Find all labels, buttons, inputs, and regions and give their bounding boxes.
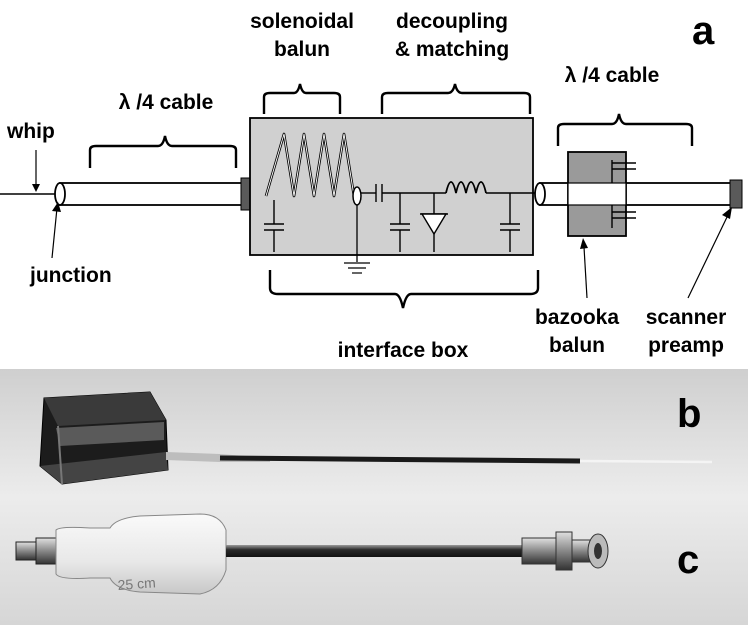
panel-letter-a: a xyxy=(692,9,715,53)
label-scanner: scanner xyxy=(646,306,727,329)
brace-interface-box xyxy=(268,270,540,309)
label-bazooka-balun: balun xyxy=(549,334,605,357)
panel-a-schematic: solenoidal balun decoupling & matching λ… xyxy=(0,9,743,362)
label-interface-box: interface box xyxy=(338,339,469,362)
left-quarter-wave-cable xyxy=(54,182,249,206)
whip-arrowhead xyxy=(32,184,40,192)
label-cable-left: λ /4 cable xyxy=(119,91,214,114)
brace-solenoidal xyxy=(262,83,342,114)
label-junction: junction xyxy=(29,264,112,287)
pin-diode xyxy=(420,213,448,236)
sleeve-marking: 25 cm xyxy=(117,574,156,593)
brace-decoupling xyxy=(380,83,532,114)
photo-c-device: 25 cm xyxy=(15,513,609,595)
preamp-arrow xyxy=(687,214,729,299)
label-whip: whip xyxy=(6,120,55,143)
brace-right-cable xyxy=(556,113,694,146)
photo-b-device xyxy=(39,391,713,485)
label-matching: & matching xyxy=(395,38,509,61)
matching-network xyxy=(361,181,540,252)
junction-arrowhead xyxy=(52,202,61,212)
brace-left-cable xyxy=(88,135,238,168)
photo-panel: b 25 cm c xyxy=(0,369,748,625)
balun-output-ring xyxy=(352,186,362,206)
panel-letter-c: c xyxy=(677,538,699,582)
preamp-connector xyxy=(729,179,743,209)
label-decoupling: decoupling xyxy=(396,10,508,33)
capacitor-left xyxy=(264,200,284,252)
label-preamp: preamp xyxy=(648,334,724,357)
bazooka-arrow xyxy=(583,246,588,299)
junction-arrow xyxy=(51,207,58,259)
label-cable-right: λ /4 cable xyxy=(565,64,660,87)
panel-letter-b: b xyxy=(677,392,701,436)
bazooka-balun xyxy=(567,151,636,237)
label-bazooka: bazooka xyxy=(535,306,619,329)
ground-symbol xyxy=(344,262,370,274)
label-solenoidal-balun: balun xyxy=(274,38,330,61)
interface-box xyxy=(249,117,534,256)
right-quarter-wave-cable xyxy=(534,182,736,206)
label-solenoidal: solenoidal xyxy=(250,10,354,33)
